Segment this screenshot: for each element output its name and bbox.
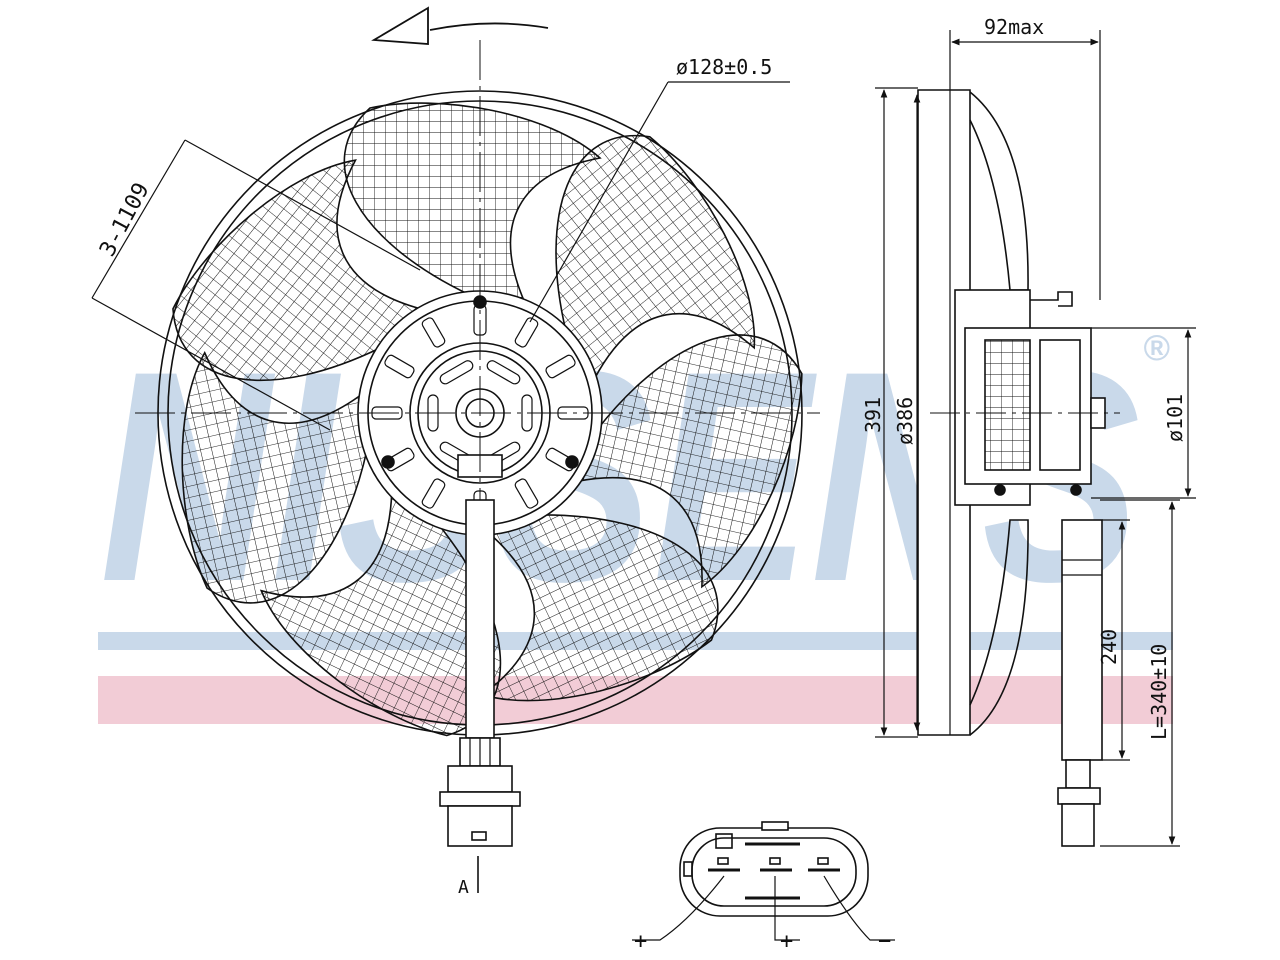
- plug-latch: [471, 831, 487, 841]
- hub-vent: [514, 478, 539, 509]
- plug-flange: [439, 791, 521, 807]
- fan-blades: [172, 102, 803, 737]
- side-cable-boot: [1065, 759, 1091, 789]
- pin-leaders: [632, 875, 895, 941]
- fan-blade: [480, 514, 719, 702]
- hub-vent: [545, 354, 576, 379]
- connector-pin-marker: [715, 833, 733, 849]
- motor-cover-slot: [486, 360, 521, 385]
- registered-mark: ®: [1143, 327, 1170, 368]
- section-label: A: [458, 877, 469, 898]
- fan-blade: [555, 134, 756, 382]
- blade-dimension: [91, 139, 421, 431]
- dim-92max: [949, 30, 1101, 300]
- connector-key: [761, 821, 789, 831]
- depth-label: 92max: [984, 15, 1044, 39]
- dim-length: [1100, 499, 1180, 847]
- length-label: L=340±10: [1147, 644, 1171, 740]
- blade-profile-bottom: [969, 519, 1029, 736]
- fan-blade: [343, 102, 602, 304]
- side-view: [875, 30, 1196, 847]
- mount-point-right-icon: [565, 455, 579, 469]
- hub-vent: [384, 354, 415, 379]
- side-plug-body: [1061, 803, 1095, 847]
- connector-side-tab: [683, 861, 693, 877]
- connector-pins: [708, 857, 840, 872]
- blade-label: 3-1109: [95, 179, 154, 261]
- side-mount-icon: [994, 484, 1006, 496]
- side-cable: [1061, 519, 1103, 761]
- motor-end-cap: [1039, 339, 1081, 471]
- hub-vent: [421, 478, 446, 509]
- motor-label: ø101: [1163, 394, 1187, 442]
- side-view-labels: 92max 391 ø386 ø101 240 L=340±10: [861, 15, 1187, 740]
- dim-240: [1102, 519, 1130, 761]
- connector-labels: + + −: [634, 929, 891, 954]
- motor-vent-nipple: [1030, 291, 1073, 307]
- connector-view: [632, 821, 895, 941]
- motor-winding: [984, 339, 1031, 471]
- diameter-leader: [529, 81, 790, 323]
- diameter-label: ø128±0.5: [676, 55, 772, 79]
- dim-391: [875, 87, 918, 738]
- pin-2-label: +: [780, 929, 793, 954]
- motor-cover-slot: [439, 360, 474, 385]
- fan-blade: [575, 334, 803, 589]
- cable-label: 240: [1097, 629, 1121, 665]
- rotation-arrow-icon: [371, 6, 549, 45]
- fan-blade: [181, 350, 368, 604]
- shroud-label: ø386: [893, 397, 917, 445]
- pin-3-label: −: [878, 929, 891, 954]
- center-lines: [135, 40, 820, 500]
- front-view: [91, 6, 820, 893]
- blade-profile-top: [969, 91, 1029, 291]
- pin-1-label: +: [634, 929, 647, 954]
- plug-collar: [447, 765, 513, 793]
- fan-blade: [172, 159, 424, 381]
- side-plug-flange: [1057, 787, 1101, 805]
- mount-point-left-icon: [381, 455, 395, 469]
- overall-label: 391: [861, 397, 885, 433]
- hub-vent: [514, 317, 539, 348]
- side-mount-icon-2: [1070, 484, 1082, 496]
- power-cable: [465, 499, 495, 739]
- hub-vent: [421, 317, 446, 348]
- fan-blade: [259, 491, 502, 737]
- dim-101: [1091, 327, 1196, 499]
